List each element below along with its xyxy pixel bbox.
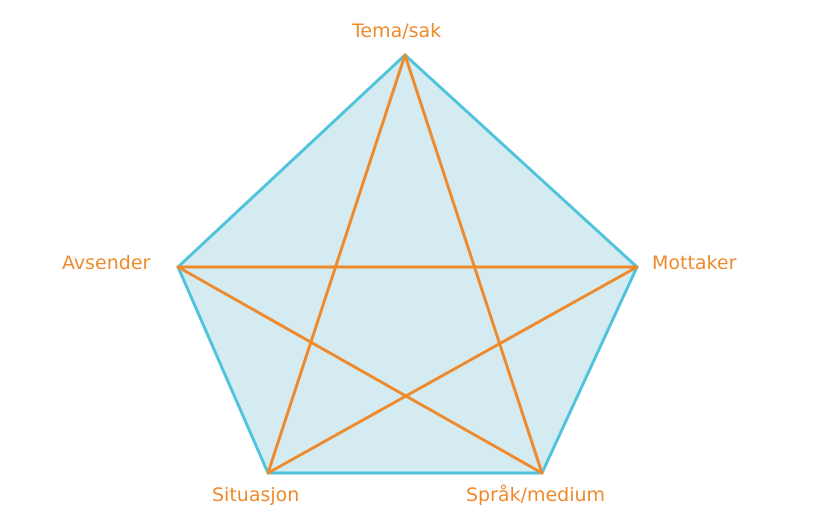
star-line-right-to-bottom-left — [266, 265, 639, 475]
star-line-left-to-bottom-right — [176, 265, 544, 475]
label-mottaker: Mottaker — [652, 252, 737, 274]
label-sprak-medium: Språk/medium — [466, 484, 606, 506]
star-line-top-to-bottom-right — [403, 53, 544, 475]
label-tema-sak: Tema/sak — [352, 20, 442, 42]
label-situasjon: Situasjon — [212, 484, 300, 506]
star-line-top-to-bottom-left — [266, 53, 407, 475]
star-lines — [176, 53, 639, 475]
label-avsender: Avsender — [62, 252, 151, 274]
pentagon-shape — [176, 52, 639, 475]
